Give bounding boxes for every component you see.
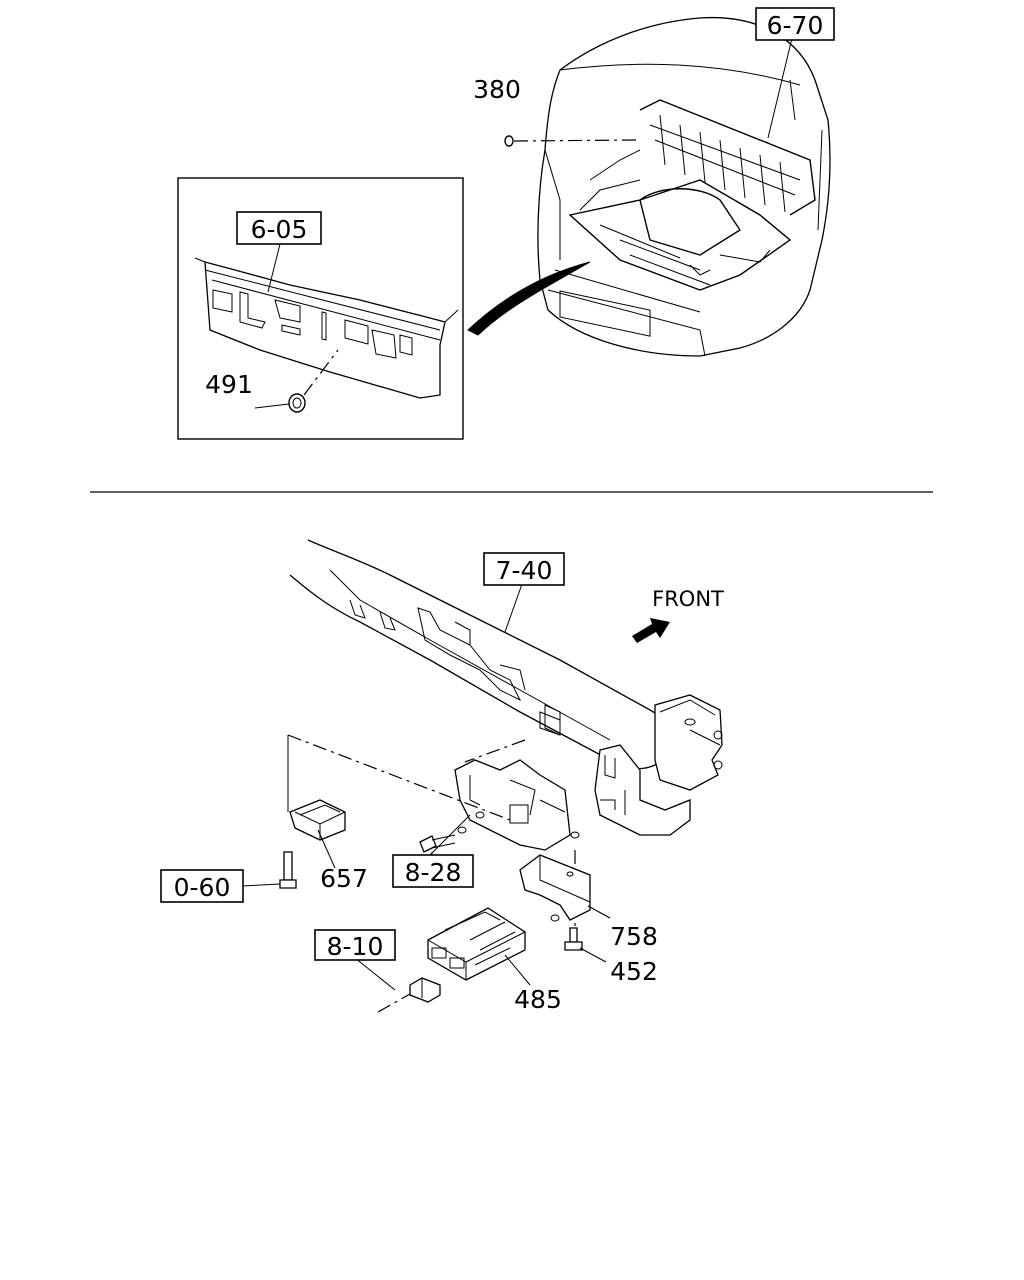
leader-452 (579, 947, 607, 963)
connector-8-10 (409, 977, 441, 1003)
bolt-0-60 (279, 851, 297, 889)
part-label-657: 657 (320, 864, 368, 893)
part-label-452: 452 (610, 957, 658, 986)
module-bracket (454, 711, 580, 851)
part-380-grommet (504, 135, 514, 147)
leader-758 (587, 905, 611, 919)
ref-label-6-70: 6-70 (767, 11, 824, 40)
ref-label-6-05: 6-05 (251, 215, 308, 244)
ref-box-6-70: 6-70 (755, 7, 835, 41)
cab-body (537, 16, 831, 357)
ref-box-7-40: 7-40 (483, 552, 565, 586)
wire-8-10 (377, 993, 411, 1013)
part-657-relay (289, 799, 346, 841)
part-label-485: 485 (514, 985, 562, 1014)
leader-8-28-b (429, 814, 471, 856)
callout-arrow (467, 261, 591, 336)
leader-8-10 (354, 957, 396, 991)
ref-box-8-10: 8-10 (314, 929, 396, 961)
ref-box-0-60: 0-60 (160, 869, 244, 903)
leader-7-40 (504, 583, 523, 633)
leader-657 (317, 829, 336, 869)
ref-box-8-28: 8-28 (392, 854, 474, 888)
ref-label-0-60: 0-60 (174, 873, 231, 902)
ref-label-8-10: 8-10 (327, 932, 384, 961)
part-485-module (427, 907, 526, 981)
dash-leader-a (287, 734, 511, 821)
part-label-380: 380 (473, 75, 521, 104)
leader-6-05 (267, 243, 281, 293)
part-label-491: 491 (205, 370, 253, 399)
leader-485 (504, 954, 531, 986)
front-panel-6-05 (194, 257, 459, 399)
front-arrow (632, 618, 670, 643)
leader-491-dashed (303, 349, 339, 396)
dash-leader-b (464, 739, 526, 763)
bolt-8-28 (419, 835, 437, 853)
part-491-grommet (288, 393, 306, 413)
leader-0-60 (241, 883, 281, 887)
part-452-screw (564, 927, 583, 951)
leader-491 (254, 403, 290, 409)
ref-box-6-05: 6-05 (236, 211, 322, 245)
cross-member-7-40 (289, 539, 723, 836)
leader-380 (513, 139, 641, 142)
ref-label-7-40: 7-40 (496, 556, 553, 585)
part-758-bracket (519, 854, 591, 922)
inset-frame (177, 177, 464, 440)
part-label-758: 758 (610, 922, 658, 951)
leader-6-70 (767, 37, 793, 139)
ref-label-8-28: 8-28 (405, 858, 462, 887)
front-label: FRONT (652, 587, 724, 611)
